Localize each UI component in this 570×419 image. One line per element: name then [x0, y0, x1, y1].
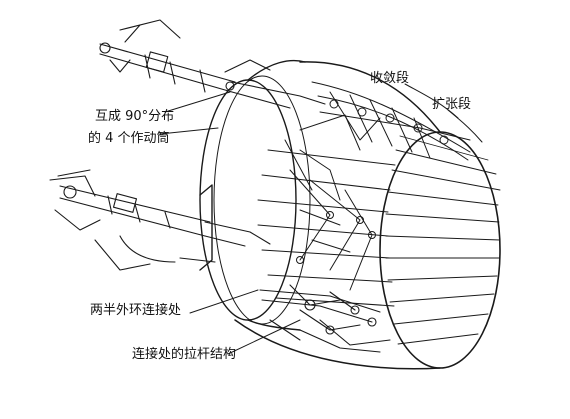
- upper-actuator: [99, 19, 326, 109]
- divergent-cone: [234, 61, 501, 370]
- nozzle-exit-rim: [379, 131, 501, 369]
- outer-casing: [199, 59, 311, 331]
- label-joint-linkage: 连接处的拉杆结构: [132, 347, 237, 362]
- internal-struts: [257, 149, 396, 307]
- cone-bottom-edge: [234, 319, 441, 370]
- lower-actuator: [49, 169, 271, 271]
- label-actuators-line1: 互成 90°分布: [95, 109, 175, 124]
- cone-top-edge: [299, 61, 441, 133]
- label-half-ring-joint: 两半外环连接处: [90, 303, 182, 318]
- leader-lines: [159, 83, 483, 355]
- convergent-linkages: [284, 81, 471, 201]
- joint-linkage: [259, 284, 391, 353]
- label-convergent-section: 收敛段: [370, 71, 410, 86]
- label-divergent-section: 扩张段: [432, 97, 472, 112]
- label-actuators-line2: 的 4 个作动筒: [88, 131, 170, 146]
- flap-lines: [385, 135, 501, 345]
